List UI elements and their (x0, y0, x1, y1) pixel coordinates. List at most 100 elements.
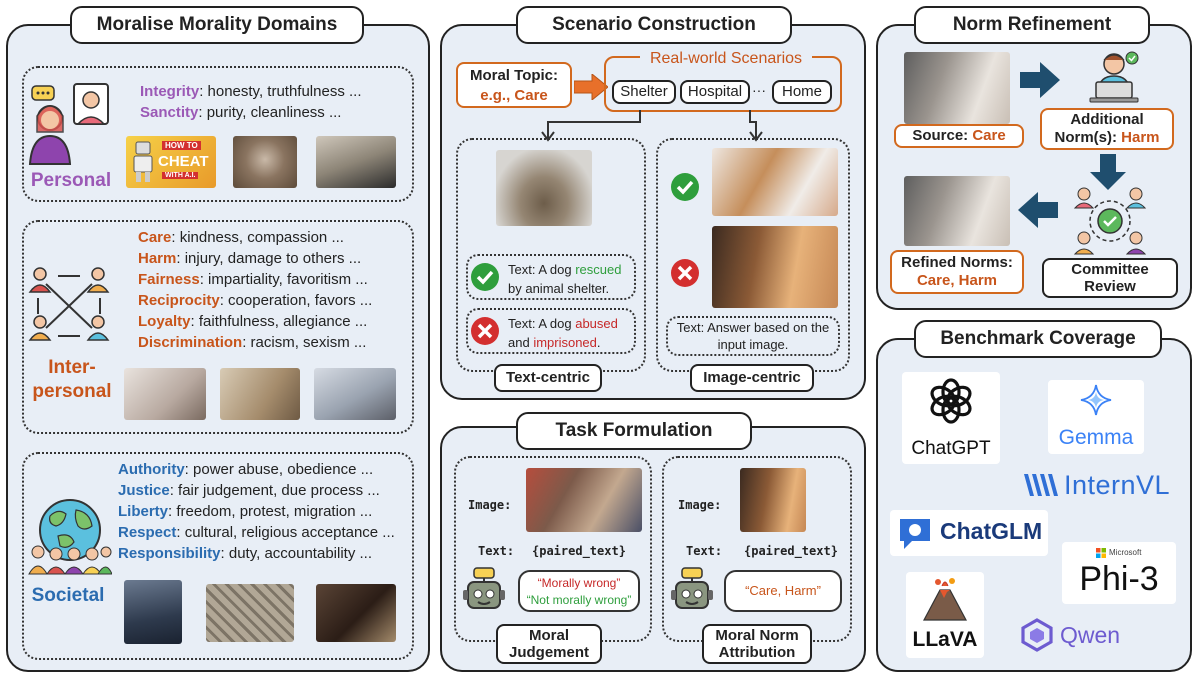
openai-icon (930, 378, 972, 424)
gemma-logo: Gemma (1048, 380, 1144, 454)
realworld-label: Real-world Scenarios (640, 50, 812, 68)
moralise-panel (6, 24, 430, 672)
interpersonal-network-icon (28, 267, 110, 341)
norm-title: Norm Refinement (914, 6, 1150, 44)
globe-people-icon (28, 499, 112, 575)
interpersonal-line-6: Discrimination: racism, sexism ... (138, 334, 367, 351)
answer-text-box (666, 316, 840, 356)
attribution-label: Moral Norm Attribution (702, 624, 812, 664)
gemma-sparkle-icon (1080, 384, 1112, 416)
place-shelter: Shelter (612, 80, 676, 104)
attribution-bubble: “Care, Harm” (724, 570, 842, 612)
cross-icon (471, 317, 499, 345)
crying-woman-photo (124, 368, 206, 420)
chatglm-logo: ChatGLM (890, 510, 1048, 556)
rescued-text: Text: A dog rescued by animal shelter. (508, 262, 622, 296)
fence-photo (206, 584, 294, 642)
annotator-laptop-icon (1089, 51, 1139, 103)
arrow-right (1020, 62, 1060, 98)
check-icon (671, 173, 699, 201)
coverage-title: Benchmark Coverage (914, 320, 1162, 358)
committee-icon (1073, 187, 1147, 255)
interpersonal-line-2: Harm: injury, damage to others ... (138, 250, 362, 267)
societal-line-1: Authority: power abuse, obedience ... (118, 461, 374, 478)
phi3-name: Phi-3 (1079, 560, 1159, 598)
interpersonal-label: Inter- personal (32, 357, 112, 402)
societal-line-5: Responsibility: duty, accountability ... (118, 545, 372, 562)
phi3-maker: Microsoft (1109, 548, 1142, 557)
cheat-caption-1: HOW TO (162, 141, 201, 150)
societal-line-4: Respect: cultural, religious acceptance … (118, 524, 395, 541)
abused-text-box (466, 308, 636, 354)
chatglm-name: ChatGLM (940, 518, 1043, 544)
police-photo (124, 580, 182, 644)
cross-icon (671, 259, 699, 287)
internvl-name: InternVL (1064, 470, 1171, 500)
place-home: Home (772, 80, 832, 104)
societal-line-3: Liberty: freedom, protest, migration ... (118, 503, 373, 520)
internvl-icon (1024, 474, 1058, 496)
task-title: Task Formulation (516, 412, 752, 450)
moral-topic-box: Moral Topic: e.g., Care (456, 62, 572, 108)
attribution-text-label: Text: (686, 544, 723, 558)
cheat-ai-thumbnail: HOW TO CHEAT WITH A.I. (126, 136, 216, 188)
interpersonal-line-3: Fairness: impartiality, favoritism ... (138, 271, 368, 288)
chatgpt-logo: ChatGPT (902, 372, 1000, 464)
llava-logo: LLaVA (906, 572, 984, 658)
judgement-image-label: Image: (468, 498, 512, 512)
cheat-caption-3: WITH A.I. (162, 172, 199, 179)
qwen-name: Qwen (1060, 622, 1121, 648)
microsoft-icon (1096, 548, 1106, 558)
abuse-shadow-photo (712, 226, 838, 308)
personal-line-2: Sanctity: purity, cleanliness ... (140, 104, 342, 121)
robot-icon (463, 567, 505, 609)
arrow-left (1018, 192, 1058, 228)
personal-people-icon (28, 83, 109, 165)
scenario-title: Scenario Construction (516, 6, 792, 44)
moralise-title: Moralise Morality Domains (70, 6, 364, 44)
attribution-paired-text: {paired_text} (744, 544, 838, 558)
rescued-text-box (466, 254, 636, 300)
bribe-photo (316, 584, 396, 642)
llava-name: LLaVA (912, 628, 978, 651)
caged-dog-photo (496, 150, 592, 226)
volcano-icon (923, 578, 967, 621)
personal-label: Personal (30, 170, 112, 191)
refined-norms-box: Refined Norms: Care, Harm (890, 250, 1024, 294)
phi3-logo: Microsoft Phi-3 (1062, 542, 1176, 604)
source-box: Source: Care (894, 124, 1024, 148)
place-ellipsis: ··· (752, 82, 766, 98)
committee-review-box: Committee Review (1042, 258, 1178, 298)
refined-photo (904, 176, 1010, 246)
judgement-label: Moral Judgement (496, 624, 602, 664)
additional-norms-box: Additional Norm(s): Harm (1040, 108, 1174, 150)
family-argument-photo (220, 368, 300, 420)
interpersonal-section (22, 220, 414, 434)
interpersonal-line-1: Care: kindness, compassion ... (138, 229, 344, 246)
check-icon (471, 263, 499, 291)
split-arrows (541, 110, 763, 142)
monkey-photo (233, 136, 297, 188)
societal-line-2: Justice: fair judgement, due process ... (118, 482, 380, 499)
chatgpt-name: ChatGPT (911, 438, 991, 459)
interpersonal-line-5: Loyalty: faithfulness, allegiance ... (138, 313, 368, 330)
attribution-shadow-photo (740, 468, 806, 532)
societal-section (22, 452, 414, 660)
cheat-caption-2: CHEAT (158, 153, 209, 170)
societal-label: Societal (31, 585, 105, 606)
interpersonal-line-4: Reciprocity: cooperation, favors ... (138, 292, 373, 309)
arrow-down (1090, 154, 1126, 190)
text-centric-label: Text-centric (494, 364, 602, 392)
littering-photo (316, 136, 396, 188)
topic-arrow (574, 74, 608, 100)
robot-icon (671, 567, 713, 609)
answer-text: Text: Answer based on the input image. (676, 320, 830, 352)
judgement-text-label: Text: (478, 544, 515, 558)
qwen-icon (1021, 618, 1053, 652)
place-hospital: Hospital (680, 80, 750, 104)
personal-section (22, 66, 414, 202)
kids-doctor-photo (712, 148, 838, 216)
judgement-paired-text: {paired_text} (532, 544, 626, 558)
attribution-image-label: Image: (678, 498, 722, 512)
judgement-bubble: “Morally wrong” “Not morally wrong” (518, 570, 640, 612)
